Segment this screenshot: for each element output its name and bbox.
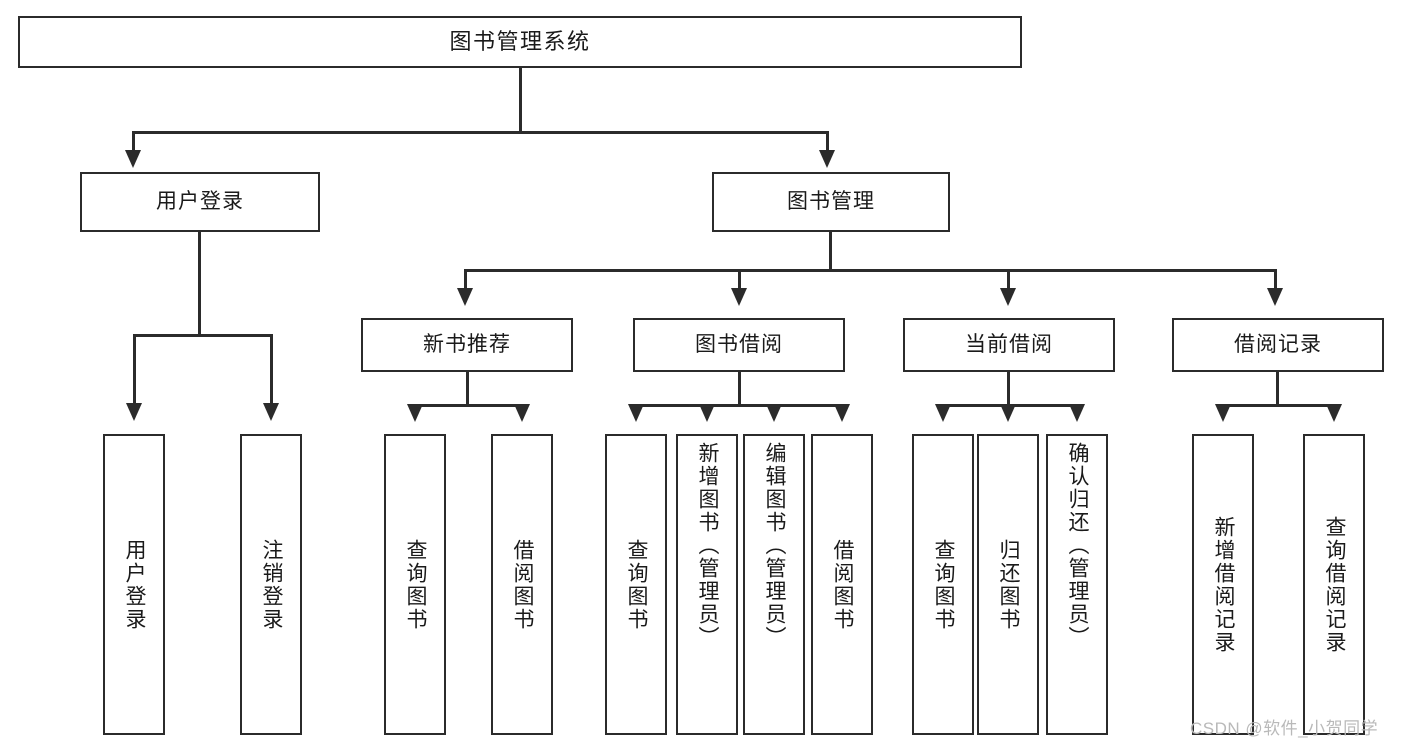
- arrow-leaf-confirm-return: [1069, 404, 1085, 422]
- leaf-borrow-book[interactable]: 借阅图书: [811, 434, 873, 735]
- connector-level2-bar: [132, 131, 829, 134]
- connector-book-borrow-stem: [738, 372, 741, 406]
- connector-drop-user-login: [132, 131, 135, 153]
- arrow-book-management: [819, 150, 835, 168]
- leaf-logout[interactable]: 注销登录: [240, 434, 302, 735]
- leaf-query-book-new[interactable]: 查询图书: [384, 434, 446, 735]
- connector-drop-book-borrow: [738, 269, 741, 291]
- node-label: 查询图书: [404, 538, 428, 631]
- arrow-leaf-borrow-book-1: [514, 404, 530, 422]
- node-label: 新增图书（管理员）: [696, 442, 720, 649]
- arrow-user-login: [125, 150, 141, 168]
- connector-new-book-bar: [414, 404, 524, 407]
- leaf-edit-book[interactable]: 编辑图书（管理员）: [743, 434, 805, 735]
- arrow-new-book: [457, 288, 473, 306]
- arrow-leaf-query-book-3: [935, 404, 951, 422]
- leaf-user-login[interactable]: 用户登录: [103, 434, 165, 735]
- node-label: 图书管理系统: [449, 29, 591, 55]
- connector-drop-leaf-logout: [270, 334, 273, 406]
- node-book-management-system[interactable]: 图书管理系统: [18, 16, 1022, 68]
- node-label: 查询图书: [932, 538, 956, 631]
- arrow-leaf-logout: [263, 403, 279, 421]
- arrow-leaf-add-book: [699, 404, 715, 422]
- node-borrow-record[interactable]: 借阅记录: [1172, 318, 1384, 372]
- leaf-confirm-return[interactable]: 确认归还（管理员）: [1046, 434, 1108, 735]
- connector-user-login-stem: [198, 232, 201, 336]
- arrow-leaf-query-record: [1326, 404, 1342, 422]
- connector-current-borrow-stem: [1007, 372, 1010, 406]
- connector-drop-leaf-user-login: [133, 334, 136, 406]
- connector-new-book-stem: [466, 372, 469, 406]
- arrow-leaf-query-book-2: [628, 404, 644, 422]
- node-new-book-recommend[interactable]: 新书推荐: [361, 318, 573, 372]
- node-book-borrow[interactable]: 图书借阅: [633, 318, 845, 372]
- node-label: 借阅记录: [1234, 332, 1322, 356]
- node-label: 图书管理: [787, 189, 875, 213]
- arrow-leaf-user-login: [126, 403, 142, 421]
- csdn-watermark: CSDN @软件_小贺同学: [1190, 719, 1379, 738]
- node-label: 借阅图书: [831, 538, 855, 631]
- connector-book-management-stem: [829, 232, 832, 272]
- leaf-query-book-borrow[interactable]: 查询图书: [605, 434, 667, 735]
- arrow-leaf-borrow-book-2: [834, 404, 850, 422]
- leaf-add-borrow-record[interactable]: 新增借阅记录: [1192, 434, 1254, 735]
- arrow-current-borrow: [1000, 288, 1016, 306]
- connector-borrow-record-stem: [1276, 372, 1279, 406]
- connector-book-borrow-bar: [634, 404, 845, 407]
- node-user-login[interactable]: 用户登录: [80, 172, 320, 232]
- node-label: 编辑图书（管理员）: [763, 442, 787, 649]
- node-label: 当前借阅: [965, 332, 1053, 356]
- connector-drop-book-management: [826, 131, 829, 153]
- node-label: 新增借阅记录: [1212, 515, 1236, 654]
- node-label: 借阅图书: [511, 538, 535, 631]
- connector-drop-current-borrow: [1007, 269, 1010, 291]
- arrow-leaf-add-record: [1215, 404, 1231, 422]
- node-book-management[interactable]: 图书管理: [712, 172, 950, 232]
- leaf-return-book[interactable]: 归还图书: [977, 434, 1039, 735]
- leaf-borrow-book-new[interactable]: 借阅图书: [491, 434, 553, 735]
- leaf-add-book[interactable]: 新增图书（管理员）: [676, 434, 738, 735]
- node-label: 注销登录: [260, 538, 284, 631]
- node-label: 确认归还（管理员）: [1066, 442, 1090, 649]
- node-current-borrow[interactable]: 当前借阅: [903, 318, 1115, 372]
- arrow-borrow-record: [1267, 288, 1283, 306]
- connector-root-stem: [519, 68, 522, 133]
- node-label: 新书推荐: [423, 332, 511, 356]
- connector-drop-borrow-record: [1274, 269, 1277, 291]
- node-label: 归还图书: [997, 538, 1021, 631]
- node-label: 用户登录: [156, 189, 244, 213]
- leaf-query-borrow-record[interactable]: 查询借阅记录: [1303, 434, 1365, 735]
- arrow-leaf-edit-book: [766, 404, 782, 422]
- arrow-book-borrow: [731, 288, 747, 306]
- connector-user-login-bar: [133, 334, 273, 337]
- connector-level3-bar: [464, 269, 1277, 272]
- leaf-query-book-current[interactable]: 查询图书: [912, 434, 974, 735]
- connector-drop-new-book: [464, 269, 467, 291]
- arrow-leaf-query-book-1: [407, 404, 423, 422]
- arrow-leaf-return-book: [1000, 404, 1016, 422]
- node-label: 图书借阅: [695, 332, 783, 356]
- node-label: 查询图书: [625, 538, 649, 631]
- node-label: 用户登录: [123, 538, 147, 631]
- node-label: 查询借阅记录: [1323, 515, 1347, 654]
- connector-borrow-record-bar: [1222, 404, 1334, 407]
